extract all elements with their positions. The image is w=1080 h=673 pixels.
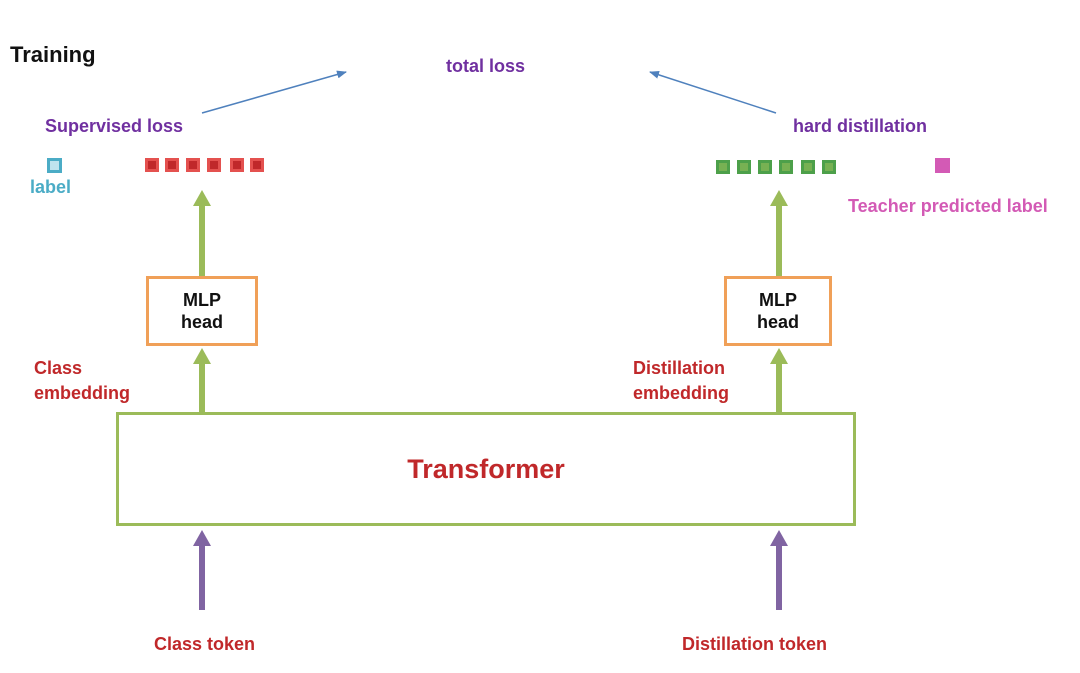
mlp-to-class-output-arrow (193, 190, 211, 276)
teacher-predicted-label-text: Teacher predicted label (848, 196, 1048, 216)
class-output-square (165, 158, 179, 172)
distillation-to-total-arrow (649, 70, 777, 114)
distillation-token-input-arrow (770, 530, 788, 610)
supervised-to-total-arrow (201, 70, 347, 114)
transformer-label: Transformer (407, 453, 565, 484)
distillation-output-square (822, 160, 836, 174)
mlp-to-distillation-output-arrow (770, 190, 788, 276)
distillation-token-label: Distillation token (682, 634, 828, 654)
class-output-square (145, 158, 159, 172)
mlp-head-distillation-line-1: MLP (759, 289, 797, 310)
class-output-square (230, 158, 244, 172)
mlp-head-distillation: MLP head (724, 276, 832, 346)
class-token-input-arrow (193, 530, 211, 610)
supervised-loss-label: Supervised loss (45, 116, 184, 136)
label-text: label (30, 177, 72, 197)
class-token-label: Class token (154, 634, 256, 654)
distillation-output-square (758, 160, 772, 174)
class-embedding-line-1: Class (34, 358, 83, 378)
class-embedding-line-2: embedding (34, 383, 131, 404)
class-output-square (186, 158, 200, 172)
transformer-block: Transformer (116, 412, 856, 526)
distillation-embedding-line-1: Distillation (633, 358, 726, 378)
embedding-to-mlp-distillation-arrow (770, 348, 788, 412)
hard-distillation-label: hard distillation (793, 116, 928, 136)
distillation-output-square (779, 160, 793, 174)
mlp-head-distillation-line-2: head (756, 312, 799, 332)
class-output-square (207, 158, 221, 172)
embedding-to-mlp-class-arrow (193, 348, 211, 412)
diagram-title: Training (10, 42, 96, 67)
distillation-output-square (716, 160, 730, 174)
distillation-embedding-label: Distillation embedding (633, 356, 729, 406)
class-output-square (250, 158, 264, 172)
teacher-predicted-square (935, 158, 950, 173)
distillation-output-square (801, 160, 815, 174)
mlp-head-class-line-1: MLP (183, 289, 221, 310)
class-embedding-label: Class embedding (34, 356, 130, 406)
mlp-head-class-line-2: head (180, 312, 223, 332)
distillation-output-square (737, 160, 751, 174)
mlp-head-class: MLP head (146, 276, 258, 346)
total-loss-label: total loss (446, 56, 526, 76)
label-square (47, 158, 62, 173)
distillation-embedding-line-2: embedding (633, 383, 730, 404)
